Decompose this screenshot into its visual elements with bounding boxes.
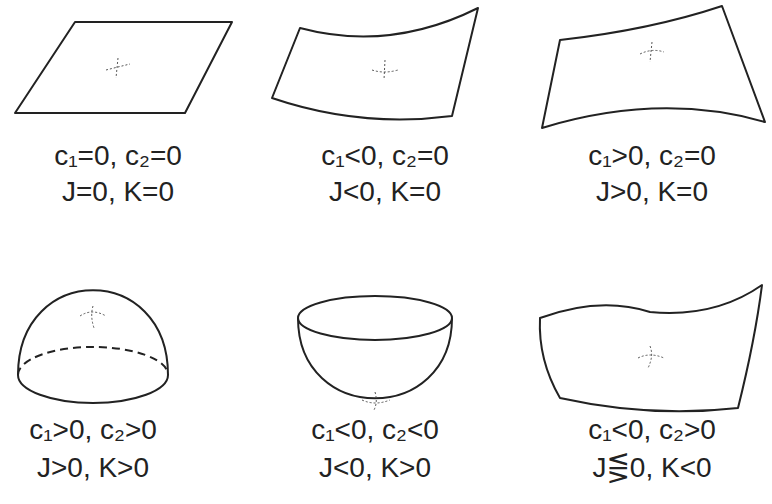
bowl-surface bbox=[298, 318, 452, 398]
bowl-rim bbox=[298, 296, 452, 340]
curvature-label: J>0, K=0 bbox=[596, 176, 708, 208]
curvature-label: J=0, K=0 bbox=[62, 176, 174, 208]
dome-surface bbox=[18, 290, 168, 375]
curvature-label: c₁>0, c₂>0 bbox=[29, 414, 157, 446]
dome-rim-front bbox=[18, 375, 168, 403]
dome-rim-back bbox=[18, 347, 168, 375]
curvature-label: c₁<0, c₂<0 bbox=[311, 414, 439, 446]
curvature-label: c₁=0, c₂=0 bbox=[54, 140, 182, 172]
curvature-label: J<0, K>0 bbox=[319, 452, 431, 484]
saddle-surface bbox=[540, 285, 762, 411]
concave-cylinder-surface bbox=[272, 8, 478, 119]
curvature-label: c₁<0, c₂=0 bbox=[321, 140, 449, 172]
curvature-label: J<0, K=0 bbox=[329, 176, 441, 208]
curvature-marks bbox=[80, 42, 664, 410]
curvature-label: c₁>0, c₂=0 bbox=[588, 140, 716, 172]
curvature-label: J⋚0, K<0 bbox=[592, 452, 711, 484]
curvature-label: J>0, K>0 bbox=[37, 452, 149, 484]
plane-surface bbox=[15, 22, 232, 113]
curvature-label: c₁<0, c₂>0 bbox=[588, 414, 716, 446]
convex-cylinder-surface bbox=[542, 6, 765, 128]
